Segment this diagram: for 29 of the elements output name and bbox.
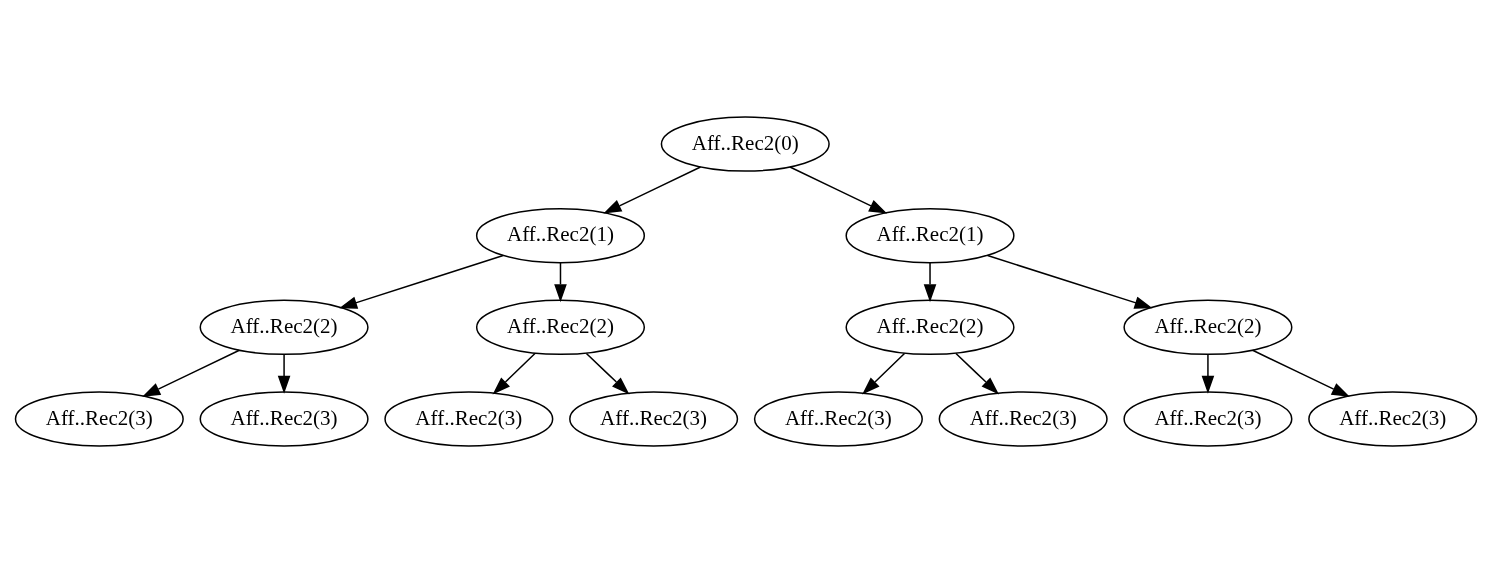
arrow bbox=[955, 352, 999, 395]
node-ellipse: Aff..Rec2(3) bbox=[938, 391, 1108, 447]
arrow bbox=[585, 352, 630, 395]
arrow bbox=[1201, 353, 1215, 394]
arrow bbox=[1251, 349, 1350, 397]
node-ellipse: Aff..Rec2(3) bbox=[753, 391, 923, 447]
node-ellipse: Aff..Rec2(3) bbox=[199, 391, 369, 447]
arrow bbox=[339, 254, 504, 309]
node-ellipse: Aff..Rec2(3) bbox=[1308, 391, 1478, 447]
node-ellipse: Aff..Rec2(2) bbox=[845, 299, 1015, 356]
node-ellipse: Aff..Rec2(1) bbox=[475, 207, 646, 264]
arrow bbox=[142, 349, 241, 397]
node-ellipse: Aff..Rec2(3) bbox=[14, 391, 184, 447]
arrow bbox=[603, 166, 702, 214]
arrow bbox=[277, 353, 291, 394]
node-ellipse: Aff..Rec2(1) bbox=[845, 207, 1015, 264]
arrow bbox=[554, 262, 567, 303]
node-ellipse: Aff..Rec2(2) bbox=[475, 299, 646, 356]
arrow bbox=[789, 166, 888, 214]
arrow bbox=[862, 352, 906, 395]
node-ellipse: Aff..Rec2(3) bbox=[1123, 391, 1293, 447]
node-ellipse: Aff..Rec2(3) bbox=[384, 391, 554, 447]
arrow bbox=[986, 254, 1153, 309]
arrow bbox=[923, 262, 937, 303]
node-ellipse: Aff..Rec2(0) bbox=[660, 116, 830, 172]
node-ellipse: Aff..Rec2(3) bbox=[569, 391, 739, 447]
arrow bbox=[492, 352, 536, 395]
node-ellipse: Aff..Rec2(2) bbox=[199, 299, 369, 356]
node-ellipse: Aff..Rec2(2) bbox=[1123, 299, 1293, 356]
